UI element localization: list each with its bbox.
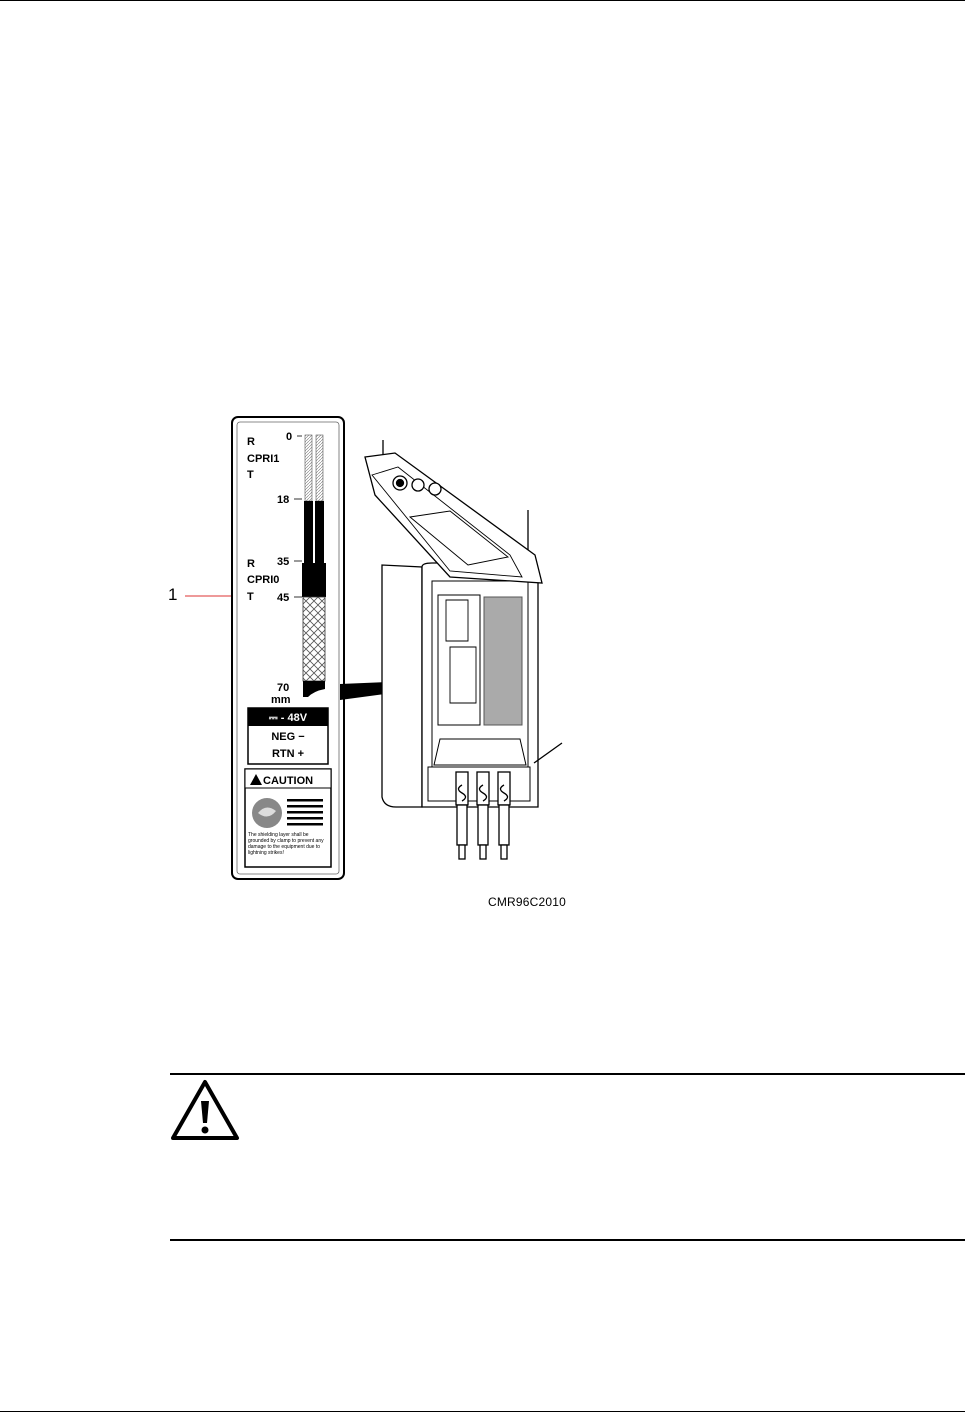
caution-note: The shielding layer shall be grounded by… (248, 832, 328, 856)
header-rule (0, 0, 965, 1)
caution-title: CAUTION (263, 775, 313, 787)
label-r0: R (247, 558, 255, 570)
neg-label: NEG − (271, 731, 304, 743)
cable-label-figure: R CPRI1 T R CPRI0 T 0 18 35 45 70 mm (150, 405, 620, 925)
label-t0: T (247, 591, 254, 603)
scale-0: 0 (286, 431, 292, 443)
scale-45: 45 (277, 592, 289, 604)
footer-rule (0, 1411, 965, 1412)
label-r1: R (247, 436, 255, 448)
callout-number: 1 (168, 585, 177, 605)
scale-18: 18 (277, 494, 289, 506)
caution-block (170, 1073, 965, 1241)
label-cpri1: CPRI1 (247, 453, 279, 465)
scale-35: 35 (277, 556, 289, 568)
caution-top-rule (170, 1073, 965, 1075)
caution-bottom-rule (170, 1239, 965, 1241)
equipment-drawing (365, 440, 562, 859)
scale-unit: mm (271, 694, 291, 706)
label-t1: T (247, 469, 254, 481)
rtn-label: RTN + (272, 748, 304, 760)
scale-70: 70 (277, 682, 289, 694)
warning-triangle-icon (170, 1079, 240, 1141)
figure-id: CMR96C2010 (488, 895, 566, 909)
label-cpri0: CPRI0 (247, 574, 279, 586)
voltage-label: ⎓ - 48V (269, 712, 308, 724)
